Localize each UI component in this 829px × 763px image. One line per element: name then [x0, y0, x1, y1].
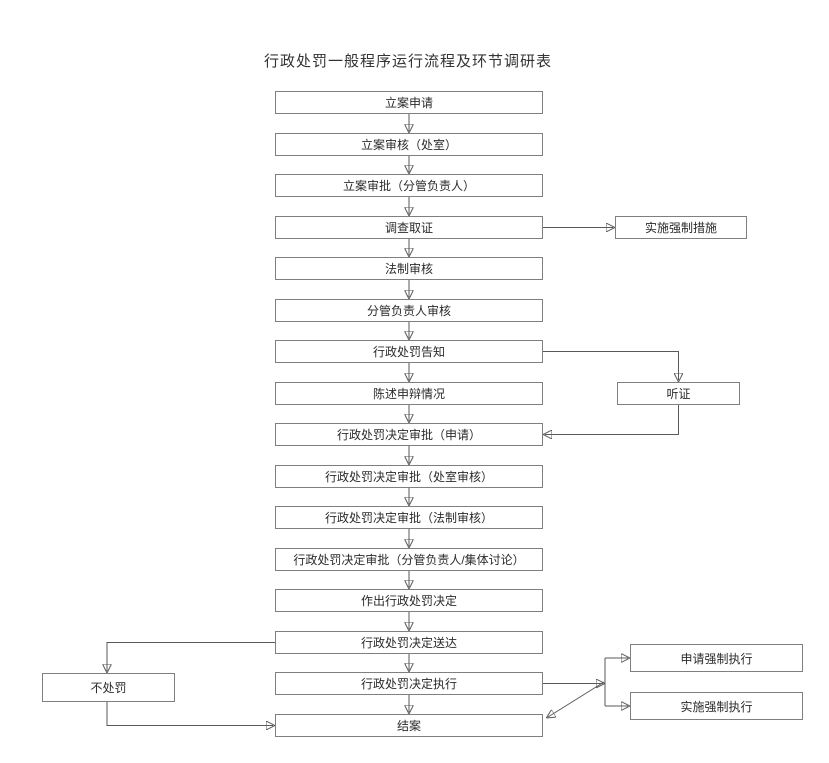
- connector-hearing-to-decision-application: [545, 405, 679, 435]
- connector-notification-to-hearing: [543, 351, 679, 381]
- node-decision-approval-collective-discussion: 行政处罚决定审批（分管负责人/集体讨论）: [275, 548, 543, 571]
- node-case-filing-application: 立案申请: [275, 91, 543, 114]
- node-decision-approval-application: 行政处罚决定审批（申请）: [275, 423, 543, 446]
- node-case-filing-approval: 立案审批（分管负责人）: [275, 174, 543, 197]
- node-implement-coercive-measures: 实施强制措施: [615, 216, 747, 239]
- node-decision-approval-legal-review: 行政处罚决定审批（法制审核）: [275, 506, 543, 529]
- node-decision-execution: 行政处罚决定执行: [275, 672, 543, 695]
- node-hearing: 听证: [617, 382, 740, 405]
- node-decision-delivery: 行政处罚决定送达: [275, 631, 543, 654]
- node-case-filing-review: 立案审核（处室）: [275, 133, 543, 156]
- page-title: 行政处罚一般程序运行流程及环节调研表: [263, 53, 552, 70]
- node-apply-compulsory-enforcement: 申请强制执行: [630, 644, 803, 672]
- node-no-penalty: 不处罚: [42, 673, 175, 702]
- node-implement-compulsory-enforcement: 实施强制执行: [630, 692, 803, 720]
- node-make-penalty-decision: 作出行政处罚决定: [275, 589, 543, 612]
- node-statement-defense: 陈述申辩情况: [275, 382, 543, 405]
- connector-no-penalty-to-closure: [106, 702, 273, 726]
- node-penalty-notification: 行政处罚告知: [275, 340, 543, 363]
- node-leader-review: 分管负责人审核: [275, 299, 543, 322]
- node-decision-approval-office-review: 行政处罚决定审批（处室审核）: [275, 465, 543, 488]
- connector-enforcement-to-closure: [548, 681, 605, 717]
- node-case-closure: 结案: [275, 714, 543, 737]
- connector-delivery-to-no-penalty: [107, 642, 275, 672]
- node-investigation-evidence: 调查取证: [275, 216, 543, 239]
- node-legal-review: 法制审核: [275, 257, 543, 280]
